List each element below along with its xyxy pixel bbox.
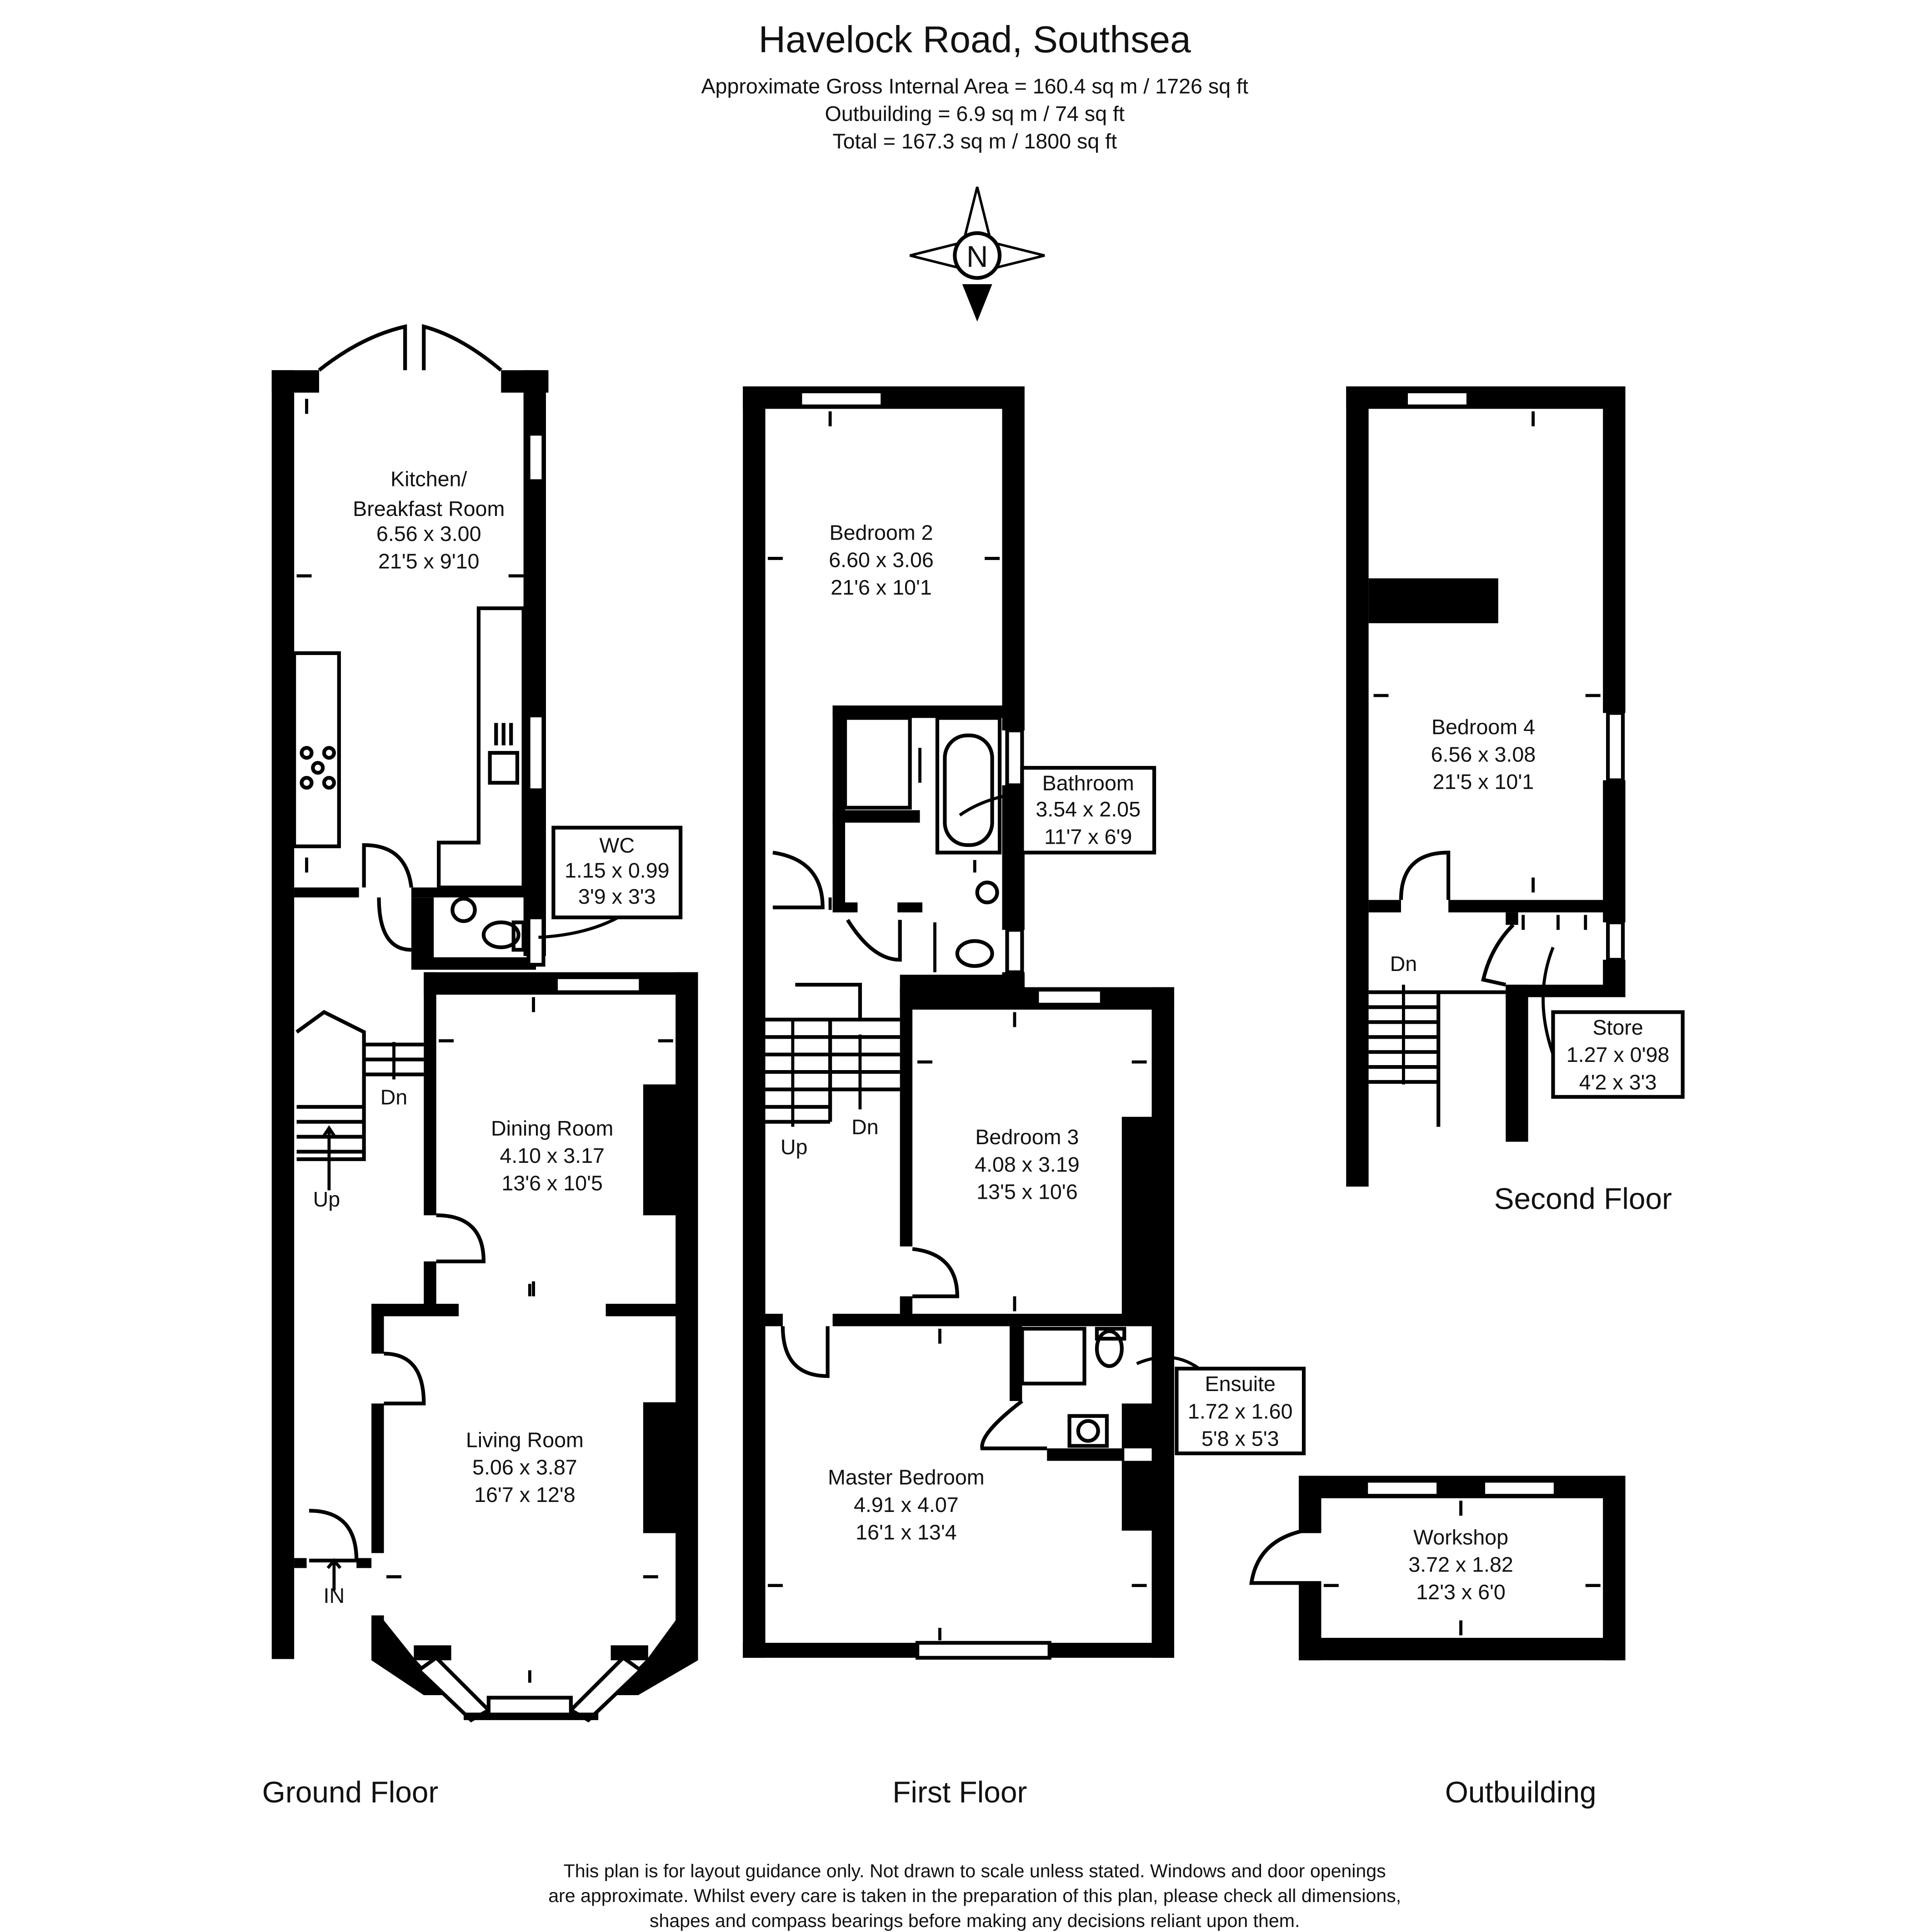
- workshop-metric: 3.72 x 1.82: [1408, 1553, 1513, 1577]
- compass-north-label: N: [966, 240, 988, 273]
- bedroom4-metric: 6.56 x 3.08: [1431, 742, 1536, 766]
- kitchen-name-1: Kitchen/: [390, 467, 467, 491]
- second-floor-plan: [1346, 386, 1626, 1187]
- dining-name: Dining Room: [491, 1116, 613, 1140]
- ground-stairs-dn: Dn: [380, 1085, 408, 1109]
- bathroom-imperial: 11'7 x 6'9: [1044, 825, 1132, 848]
- wc-imperial: 3'9 x 3'3: [578, 885, 656, 908]
- bedroom2-metric: 6.60 x 3.06: [829, 548, 934, 572]
- disclaimer-line-2: are approximate. Whilst every care is ta…: [548, 1885, 1401, 1906]
- wc-metric: 1.15 x 0.99: [565, 858, 670, 882]
- gross-area-text: Approximate Gross Internal Area = 160.4 …: [701, 75, 1248, 98]
- store-metric: 1.27 x 0'98: [1567, 1043, 1670, 1066]
- dining-metric: 4.10 x 3.17: [500, 1144, 605, 1167]
- wc-callout: [538, 826, 683, 939]
- store-imperial: 4'2 x 3'3: [1579, 1070, 1657, 1094]
- bathroom-callout: [959, 766, 1156, 855]
- ground-stairs-up: Up: [313, 1187, 340, 1211]
- bedroom2-name: Bedroom 2: [830, 521, 933, 544]
- ensuite-name: Ensuite: [1205, 1372, 1275, 1396]
- ground-floor-plan: [271, 324, 698, 1722]
- second-floor-label: Second Floor: [1494, 1182, 1672, 1216]
- compass-icon: N: [909, 186, 1045, 322]
- second-stairs-dn: Dn: [1390, 952, 1417, 976]
- total-area-text: Total = 167.3 sq m / 1800 sq ft: [832, 129, 1117, 153]
- living-metric: 5.06 x 3.87: [472, 1456, 577, 1479]
- ensuite-imperial: 5'8 x 5'3: [1201, 1427, 1279, 1451]
- ensuite-callout: [1136, 1356, 1306, 1456]
- ensuite-metric: 1.72 x 1.60: [1188, 1399, 1293, 1423]
- first-floor-label: First Floor: [892, 1775, 1027, 1809]
- bedroom4-name: Bedroom 4: [1431, 715, 1535, 739]
- master-imperial: 16'1 x 13'4: [856, 1520, 957, 1544]
- bathroom-metric: 3.54 x 2.05: [1036, 797, 1141, 821]
- bedroom3-metric: 4.08 x 3.19: [975, 1152, 1080, 1176]
- workshop-name: Workshop: [1413, 1525, 1508, 1549]
- disclaimer-line-1: This plan is for layout guidance only. N…: [564, 1860, 1386, 1881]
- first-floor-plan: [743, 386, 1174, 1660]
- dining-imperial: 13'6 x 10'5: [501, 1171, 603, 1195]
- ground-floor-label: Ground Floor: [262, 1775, 439, 1809]
- bathroom-name: Bathroom: [1042, 771, 1134, 795]
- plan-title: Havelock Road, Southsea: [759, 19, 1191, 60]
- master-metric: 4.91 x 4.07: [854, 1493, 959, 1517]
- living-imperial: 16'7 x 12'8: [474, 1483, 576, 1507]
- bedroom2-imperial: 21'6 x 10'1: [831, 576, 932, 599]
- kitchen-metric: 6.56 x 3.00: [376, 522, 481, 546]
- outbuilding-area-text: Outbuilding = 6.9 sq m / 74 sq ft: [825, 102, 1124, 125]
- bedroom3-name: Bedroom 3: [975, 1125, 1079, 1149]
- disclaimer-line-3: shapes and compass bearings before makin…: [650, 1910, 1300, 1931]
- store-name: Store: [1592, 1016, 1643, 1039]
- store-callout: [1542, 946, 1685, 1099]
- kitchen-name-2: Breakfast Room: [353, 497, 505, 521]
- master-name: Master Bedroom: [828, 1466, 985, 1489]
- bedroom3-imperial: 13'5 x 10'6: [976, 1180, 1078, 1204]
- first-stairs-dn: Dn: [851, 1115, 879, 1139]
- workshop-imperial: 12'3 x 6'0: [1416, 1580, 1506, 1604]
- first-stairs-up: Up: [781, 1135, 808, 1159]
- outbuilding-label: Outbuilding: [1445, 1775, 1597, 1809]
- kitchen-imperial: 21'5 x 9'10: [378, 549, 480, 573]
- outbuilding-plan: [1249, 1476, 1626, 1661]
- entrance-label: IN: [324, 1584, 345, 1607]
- wc-name: WC: [599, 833, 635, 857]
- bedroom4-imperial: 21'5 x 10'1: [1433, 770, 1534, 794]
- living-name: Living Room: [466, 1428, 584, 1452]
